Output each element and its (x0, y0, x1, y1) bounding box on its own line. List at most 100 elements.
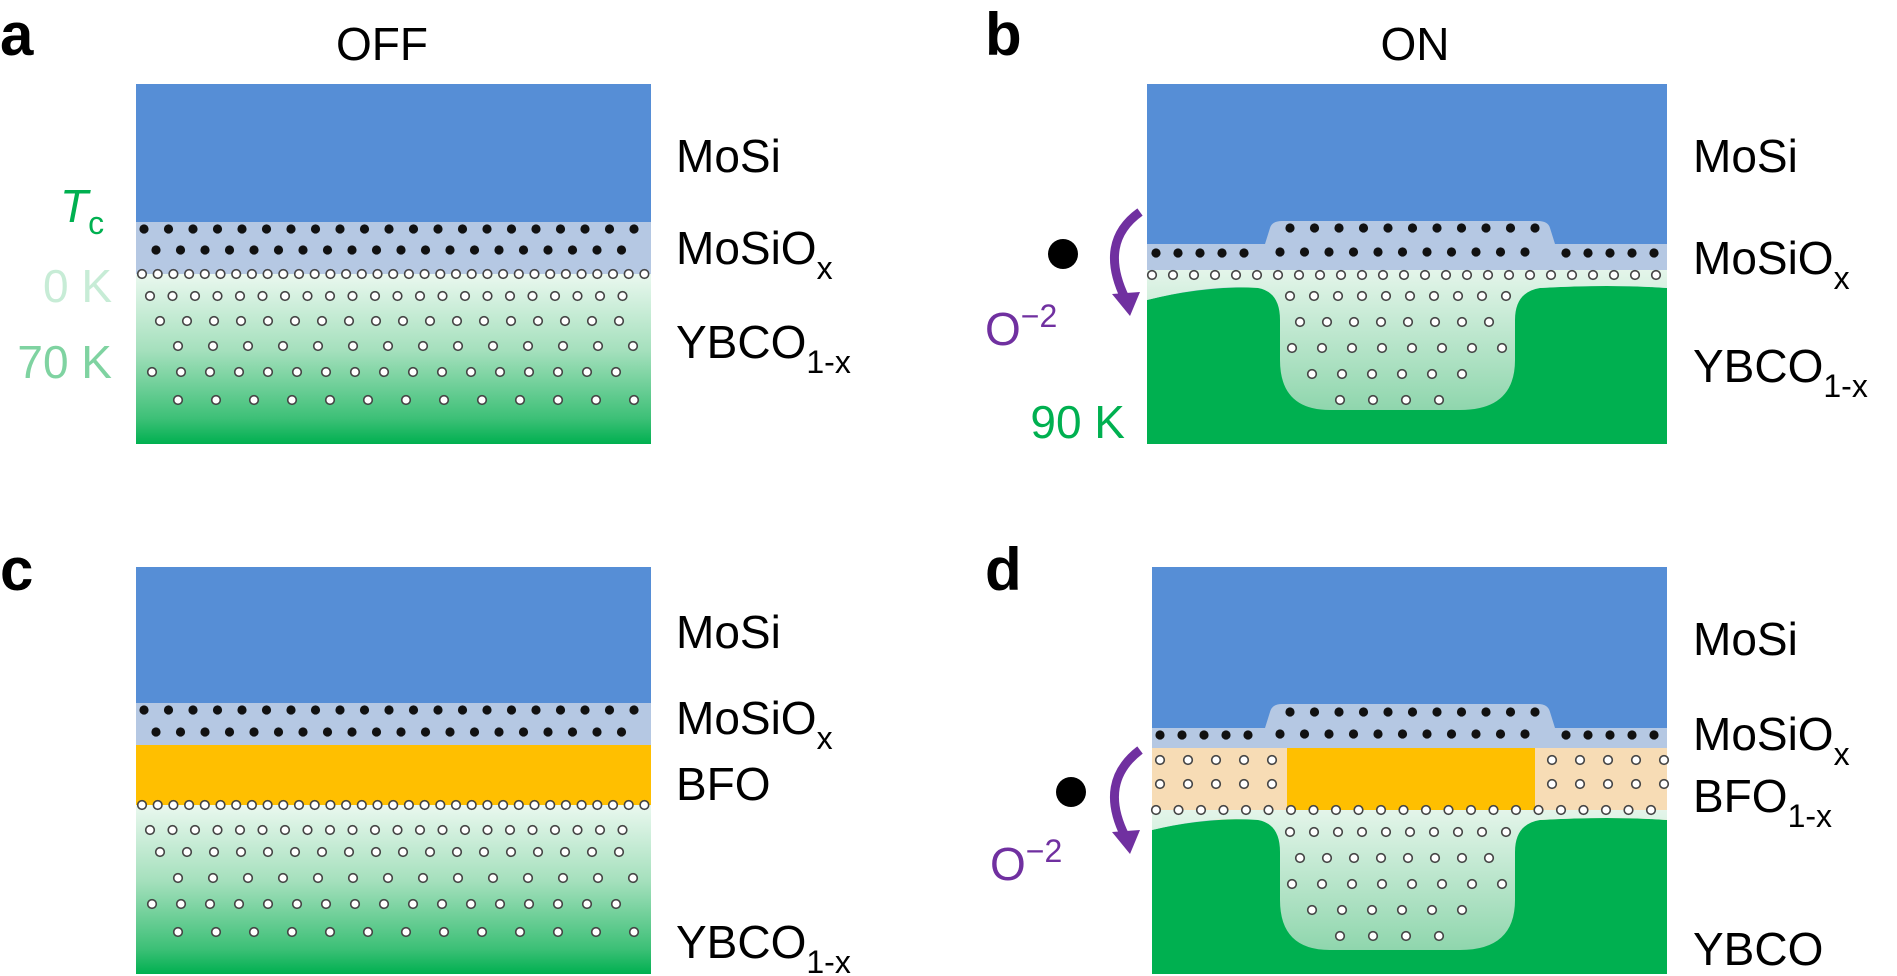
vacancy-dot (1346, 342, 1358, 354)
vacancy-dot (242, 340, 254, 352)
vacancy-dot (557, 872, 569, 884)
vacancy-dot (1456, 904, 1468, 916)
vacancy-dot (172, 340, 184, 352)
vacancy-dot (242, 872, 254, 884)
panel-b-ion-label: O−2 (985, 298, 1057, 355)
panel-d-vacancies (1150, 754, 1670, 942)
oxygen-dot (1383, 707, 1393, 717)
vacancy-dot (343, 315, 355, 327)
vacancy-dot (262, 799, 273, 811)
vacancy-dot (532, 846, 544, 858)
vacancy-dot (372, 268, 383, 280)
oxygen-dot (1530, 223, 1540, 233)
panel-b-letter: b (985, 1, 1022, 68)
vacancy-dot (167, 824, 178, 836)
oxygen-dot (396, 245, 406, 255)
vacancy-dot (559, 846, 571, 858)
vacancy-dot (1440, 269, 1452, 281)
vacancy-dot (1545, 269, 1557, 281)
oxygen-dot (1605, 730, 1615, 740)
vacancy-dot (627, 340, 639, 352)
vacancy-dot (1398, 804, 1409, 816)
vacancy-dot (466, 268, 477, 280)
vacancy-dot (1182, 778, 1194, 790)
vacancy-dot (1500, 826, 1512, 838)
oxygen-dot (286, 705, 296, 715)
oxygen-dot (1432, 707, 1442, 717)
oxygen-dot (1348, 729, 1359, 739)
vacancy-dot (576, 799, 587, 811)
vacancy-dot (1429, 316, 1441, 328)
vacancy-dot (1476, 826, 1488, 838)
vacancy-dot (592, 872, 604, 884)
oxygen-dot (224, 245, 235, 255)
oxygen-dot (494, 245, 504, 255)
vacancy-dot (289, 315, 301, 327)
vacancy-dot (424, 846, 436, 858)
vacancy-dot (397, 846, 409, 858)
vacancy-dot (343, 846, 355, 858)
panel-c-mosi-layer (136, 567, 651, 703)
vacancy-dot (532, 315, 544, 327)
vacancy-dot (1380, 290, 1392, 302)
vacancy-dot (189, 824, 201, 836)
vacancy-dot (1406, 342, 1418, 354)
vacancy-dot (1433, 930, 1445, 942)
oxygen-dot (1151, 248, 1161, 258)
vacancy-dot (1630, 778, 1642, 790)
oxygen-dot (433, 224, 443, 234)
vacancy-dot (1629, 269, 1641, 281)
panel-a-mosi-label: MoSi (676, 130, 781, 182)
panel-b-ybco-label: YBCO1-x (1693, 340, 1868, 404)
vacancy-dot (347, 824, 358, 836)
vacancy-dot (1402, 316, 1414, 328)
panel-b-stack (1146, 84, 1667, 444)
vacancy-dot (277, 872, 289, 884)
oxygen-dot (1561, 248, 1571, 258)
vacancy-dot (234, 290, 246, 302)
vacancy-dot (513, 799, 524, 811)
vacancy-dot (1524, 269, 1536, 281)
vacancy-dot (1602, 778, 1614, 790)
vacancy-dot (388, 799, 399, 811)
tc-70k-label: 70 K (17, 336, 112, 388)
oxygen-dot (1373, 247, 1383, 257)
vacancy-dot (572, 824, 583, 836)
vacancy-dot (1419, 269, 1431, 281)
vacancy-dot (172, 926, 184, 938)
vacancy-dot (215, 268, 226, 280)
vacancy-dot (325, 268, 336, 280)
oxygen-dot (567, 245, 578, 255)
vacancy-dot (309, 268, 320, 280)
vacancy-dot (437, 290, 448, 302)
oxygen-dot (1239, 248, 1249, 258)
vacancy-dot (610, 366, 622, 378)
oxygen-dot (1285, 223, 1295, 233)
oxygen-dot (543, 245, 553, 255)
vacancy-dot (1336, 368, 1348, 380)
oxygen-dot (1481, 707, 1491, 717)
vacancy-dot (1456, 316, 1468, 328)
oxygen-dot (1505, 707, 1516, 717)
oxygen-dot (1456, 223, 1467, 233)
vacancy-dot (370, 846, 382, 858)
vacancy-dot (1182, 754, 1194, 766)
vacancy-dot (1334, 394, 1346, 406)
vacancy-dot (452, 872, 464, 884)
vacancy-dot (382, 872, 394, 884)
vacancy-dot (1366, 368, 1378, 380)
vacancy-dot (476, 926, 488, 938)
panel-c-ybco-label: YBCO1-x (676, 916, 851, 976)
oxygen-dot (616, 245, 627, 255)
vacancy-dot (435, 268, 446, 280)
oxygen-dot (286, 224, 296, 234)
vacancy-dot (1426, 904, 1438, 916)
vacancy-dot (438, 394, 450, 406)
oxygen-dot (212, 224, 223, 234)
oxygen-dot (322, 727, 333, 737)
vacancy-dot (1306, 904, 1318, 916)
vacancy-dot (291, 366, 303, 378)
vacancy-dot (1500, 290, 1512, 302)
vacancy-dot (302, 824, 313, 836)
vacancy-dot (1321, 852, 1333, 864)
